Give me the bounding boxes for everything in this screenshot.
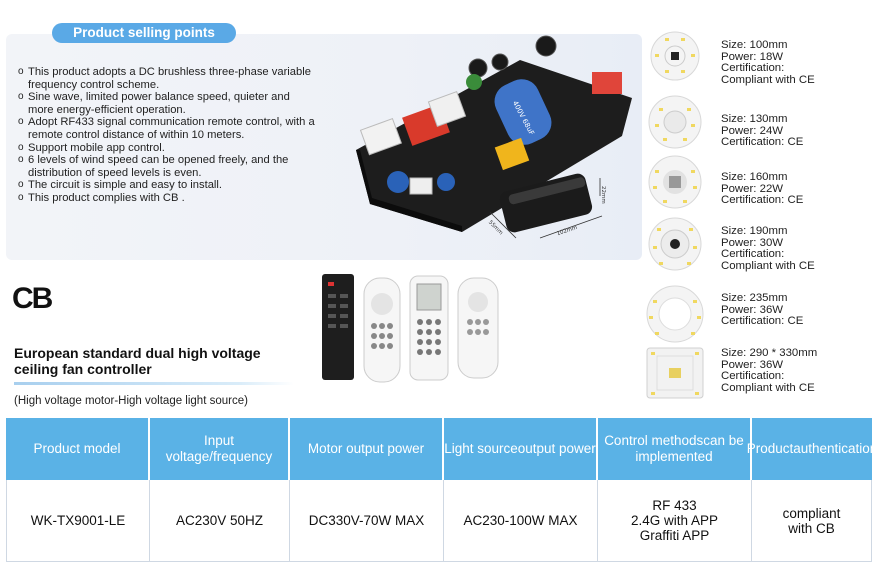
selling-point-item: Support mobile app control. bbox=[18, 142, 318, 155]
capacitor bbox=[468, 58, 488, 78]
dim-height-label: 22mm bbox=[600, 186, 606, 204]
controller-board-image: 400V 68uF 55mm 102mm 22mm bbox=[356, 35, 632, 239]
cell-light: AC230-100W MAX bbox=[444, 480, 598, 562]
spec-power: Power: 18W bbox=[721, 50, 784, 63]
spec-size: Size: 100mm bbox=[721, 39, 788, 51]
relay bbox=[427, 91, 467, 127]
capacitor bbox=[491, 53, 509, 71]
selling-points-list: This product adopts a DC brushless three… bbox=[18, 66, 318, 205]
spec-cert-label: Certification: bbox=[721, 62, 785, 75]
cell-model: WK-TX9001-LE bbox=[6, 480, 150, 562]
cb-logo: CB bbox=[12, 282, 53, 315]
led-module-235mm bbox=[646, 285, 704, 343]
spec-power: Power: 36W bbox=[721, 303, 784, 316]
cell-motor: DC330V-70W MAX bbox=[290, 480, 444, 562]
auth-line: compliant bbox=[782, 505, 841, 521]
spec-size: Size: 190mm bbox=[721, 225, 788, 237]
terminal-block bbox=[359, 117, 403, 156]
selling-point-item: 6 levels of wind speed can be opened fre… bbox=[18, 154, 318, 179]
spec-power: Power: 36W bbox=[721, 358, 784, 371]
product-title-line: ceiling fan controller bbox=[14, 361, 152, 377]
header-text: Motor output power bbox=[307, 441, 425, 456]
capacitor bbox=[535, 35, 557, 57]
led-module-100mm bbox=[650, 31, 700, 81]
header-control-methods: Control methodscan be implemented bbox=[598, 418, 752, 480]
title-underline bbox=[14, 382, 294, 385]
capacitor bbox=[387, 171, 409, 193]
control-method: Graffiti APP bbox=[639, 528, 710, 543]
cell-auth: compliant with CB bbox=[752, 480, 872, 562]
coil bbox=[466, 74, 482, 90]
spec-power: Power: 24W bbox=[721, 124, 784, 137]
product-title: European standard dual high voltage ceil… bbox=[14, 345, 314, 377]
dim-width-label: 55mm bbox=[487, 220, 504, 237]
remote-black bbox=[322, 274, 354, 380]
yellow-capacitor bbox=[494, 137, 530, 171]
light-spec-190: Size: 190mm Power: 30W Certification: Co… bbox=[721, 225, 815, 272]
dim-length-label: 102mm bbox=[556, 225, 578, 237]
spec-cert-value: Compliant with CE bbox=[721, 73, 815, 86]
spec-cert-value: Compliant with CE bbox=[721, 381, 815, 394]
light-spec-100: Size: 100mm Power: 18W Certification: Co… bbox=[721, 39, 815, 86]
header-text: authentication bbox=[793, 441, 878, 456]
table-row: WK-TX9001-LE AC230V 50HZ DC330V-70W MAX … bbox=[6, 480, 872, 562]
selling-point-item: This product adopts a DC brushless three… bbox=[18, 66, 318, 91]
header-light-output: Light sourceoutput power bbox=[444, 418, 598, 480]
capacitor bbox=[494, 79, 552, 145]
header-text: Input voltage/ bbox=[165, 433, 235, 464]
control-method: 2.4G with APP bbox=[630, 513, 719, 528]
header-text: Product bbox=[746, 441, 794, 456]
header-text: Light source bbox=[444, 441, 518, 456]
header-text: can be implemented bbox=[635, 433, 744, 464]
header-input-voltage: Input voltage/frequency bbox=[150, 418, 290, 480]
spec-cert: Certification: CE bbox=[721, 194, 804, 207]
cell-input: AC230V 50HZ bbox=[150, 480, 290, 562]
header-text: output power bbox=[517, 441, 596, 456]
connector bbox=[592, 72, 622, 94]
header-motor-output: Motor output power bbox=[290, 418, 444, 480]
spec-power: Power: 30W bbox=[721, 236, 784, 249]
led-module-160mm bbox=[648, 155, 702, 209]
led-module-290x330mm bbox=[646, 347, 704, 399]
table-header-row: Product model Input voltage/frequency Mo… bbox=[6, 418, 877, 480]
led-module-130mm bbox=[648, 95, 702, 149]
product-subtitle: (High voltage motor-High voltage light s… bbox=[14, 395, 248, 407]
cell-control: RF 433 2.4G with APP Graffiti APP bbox=[598, 480, 752, 562]
spec-cert: Certification: CE bbox=[721, 136, 804, 149]
spec-cert-value: Compliant with CE bbox=[721, 259, 815, 272]
header-text: Product model bbox=[33, 441, 121, 456]
header-text: frequency bbox=[213, 449, 273, 464]
selling-point-item: This product complies with CB . bbox=[18, 192, 318, 205]
selling-point-item: Adopt RF433 signal communication remote … bbox=[18, 116, 318, 141]
light-spec-235: Size: 235mm Power: 36W Certification: CE bbox=[721, 292, 804, 328]
light-spec-160: Size: 160mm Power: 22W Certification: CE bbox=[721, 171, 804, 207]
selling-points-title: Product selling points bbox=[52, 23, 236, 43]
led-module-190mm bbox=[648, 217, 702, 271]
spec-size: Size: 290 * 330mm bbox=[721, 347, 818, 359]
spec-cert: Certification: CE bbox=[721, 315, 804, 328]
control-method: RF 433 bbox=[652, 498, 697, 513]
spec-size: Size: 160mm bbox=[721, 171, 788, 183]
capacitor bbox=[437, 173, 455, 191]
spec-power: Power: 22W bbox=[721, 182, 784, 195]
light-spec-290x330: Size: 290 * 330mm Power: 36W Certificati… bbox=[721, 347, 818, 394]
light-modules-image bbox=[646, 31, 704, 399]
selling-point-item: The circuit is simple and easy to instal… bbox=[18, 179, 318, 192]
spec-cert-label: Certification: bbox=[721, 248, 785, 261]
remote-controls-image bbox=[322, 274, 499, 383]
product-title-line: European standard dual high voltage bbox=[14, 345, 261, 361]
light-spec-130: Size: 130mm Power: 24W Certification: CE bbox=[721, 113, 804, 149]
header-authentication: Productauthentication bbox=[747, 418, 877, 480]
auth-line: with CB bbox=[788, 520, 835, 536]
spec-size: Size: 130mm bbox=[721, 113, 788, 125]
header-text: Control methods bbox=[604, 433, 704, 448]
remote-white-2 bbox=[457, 277, 499, 379]
header-product-model: Product model bbox=[6, 418, 150, 480]
connector bbox=[409, 177, 433, 195]
selling-point-item: Sine wave, limited power balance speed, … bbox=[18, 91, 318, 116]
spec-size: Size: 235mm bbox=[721, 292, 788, 304]
spec-cert-label: Certification: bbox=[721, 370, 785, 383]
